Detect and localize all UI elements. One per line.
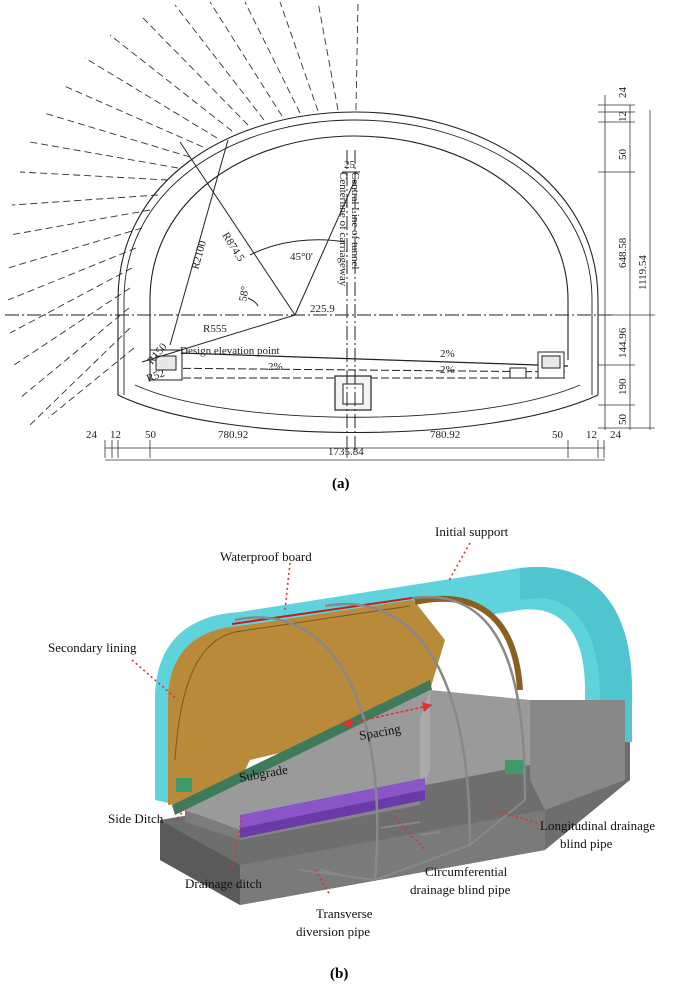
label-transverse-1: Transverse	[316, 906, 373, 921]
subgrade-slab	[185, 690, 530, 830]
label-slope-right-low: 2%	[440, 364, 455, 376]
label-dist225: 225.9	[310, 303, 335, 315]
invert-inner	[134, 384, 581, 418]
label-transverse-2: diversion pipe	[296, 924, 370, 939]
radius-r555	[141, 314, 296, 363]
label-circumferential-1: Circumferential	[425, 864, 508, 879]
dim-bottom-4: 780.92	[218, 429, 248, 441]
label-centerline-carriageway: Centerline of carriageway	[337, 172, 349, 287]
left-side-ditch-3d	[176, 778, 192, 792]
label-secondary-lining: Secondary lining	[48, 640, 137, 655]
label-r52: R52	[145, 367, 166, 385]
label-spacing: Spacing	[358, 721, 402, 743]
dimension-lines	[104, 95, 655, 461]
dim-total-width: 1735.84	[328, 446, 364, 458]
drainage-ditch-channel	[240, 778, 425, 828]
waterproof-green-band	[172, 680, 432, 815]
radius-r874	[179, 141, 296, 316]
caption-a: (a)	[332, 476, 350, 492]
tunnel-far-opening	[415, 598, 520, 720]
road-base	[149, 367, 569, 373]
waterproof-board-line	[231, 597, 413, 625]
label-angle45: 45°0'	[290, 251, 313, 263]
label-slope-left: 2%	[268, 361, 283, 373]
label-waterproof-board: Waterproof board	[220, 549, 312, 564]
rock-bolt-hatching	[7, 1, 359, 426]
callout-leaders	[131, 542, 546, 896]
label-r874: R874.5	[219, 230, 246, 264]
outer-lining-profile	[117, 111, 599, 395]
dim-right-648: 648.58	[617, 237, 629, 268]
label-drainage-ditch: Drainage ditch	[185, 876, 262, 891]
dim-bottom-3: 50	[145, 429, 157, 441]
circumferential-pipe-1	[234, 616, 379, 881]
dim-bottom-7: 12	[586, 429, 597, 441]
dim-right-50: 50	[617, 149, 629, 161]
label-side-ditch: Side Ditch	[108, 811, 164, 826]
invert-outer	[117, 394, 599, 433]
dim-bottom-5: 780.92	[430, 429, 460, 441]
dim-right-190: 190	[617, 378, 629, 395]
label-initial-support: Initial support	[435, 524, 509, 539]
middle-lining-profile	[123, 119, 593, 395]
dim-right-50b: 50	[617, 414, 629, 426]
label-slope-right: 2%	[440, 348, 455, 360]
caption-b: (b)	[330, 966, 348, 982]
label-r555: R555	[203, 323, 227, 335]
panel-b-3d-model	[131, 542, 632, 905]
dim-bottom-8: 24	[610, 429, 622, 441]
dim-right-144: 144.96	[617, 327, 629, 358]
dim-bottom-6: 50	[552, 429, 564, 441]
panel-a-cross-section	[5, 1, 612, 450]
dim-right-1119: 1119.54	[637, 255, 649, 290]
label-circumferential-2: drainage blind pipe	[410, 882, 511, 897]
label-angle58: 58°	[237, 285, 251, 302]
panel-b-labels: Initial support Waterproof board Seconda…	[48, 524, 655, 982]
label-r2100: R2100	[189, 239, 209, 271]
circumferential-pipe-2	[324, 603, 472, 846]
dim-right-24: 24	[617, 87, 629, 99]
label-longitudinal-1: Longitudinal drainage	[540, 818, 655, 833]
road-surface	[149, 351, 569, 367]
inner-lining-profile	[149, 135, 569, 360]
secondary-lining	[168, 600, 450, 805]
circumferential-pipe-3	[411, 595, 527, 801]
radius-r2100	[169, 139, 229, 346]
dim-bottom-1: 24	[86, 429, 98, 441]
central-drainage-ditch	[334, 375, 372, 411]
label-central-line: Central Line of tunnel	[349, 172, 361, 269]
dim-right-12: 12	[617, 111, 629, 122]
panel-a-labels: 24 12 50 780.92 780.92 50 12 24 1735.84 …	[86, 87, 649, 493]
dim-bottom-2: 12	[110, 429, 121, 441]
label-dim25: 25	[344, 159, 356, 171]
label-longitudinal-2: blind pipe	[560, 836, 613, 851]
right-side-ditch-3d	[505, 760, 525, 774]
spacing-arrow	[341, 704, 433, 726]
label-design-elevation: Design elevation point	[180, 345, 280, 357]
